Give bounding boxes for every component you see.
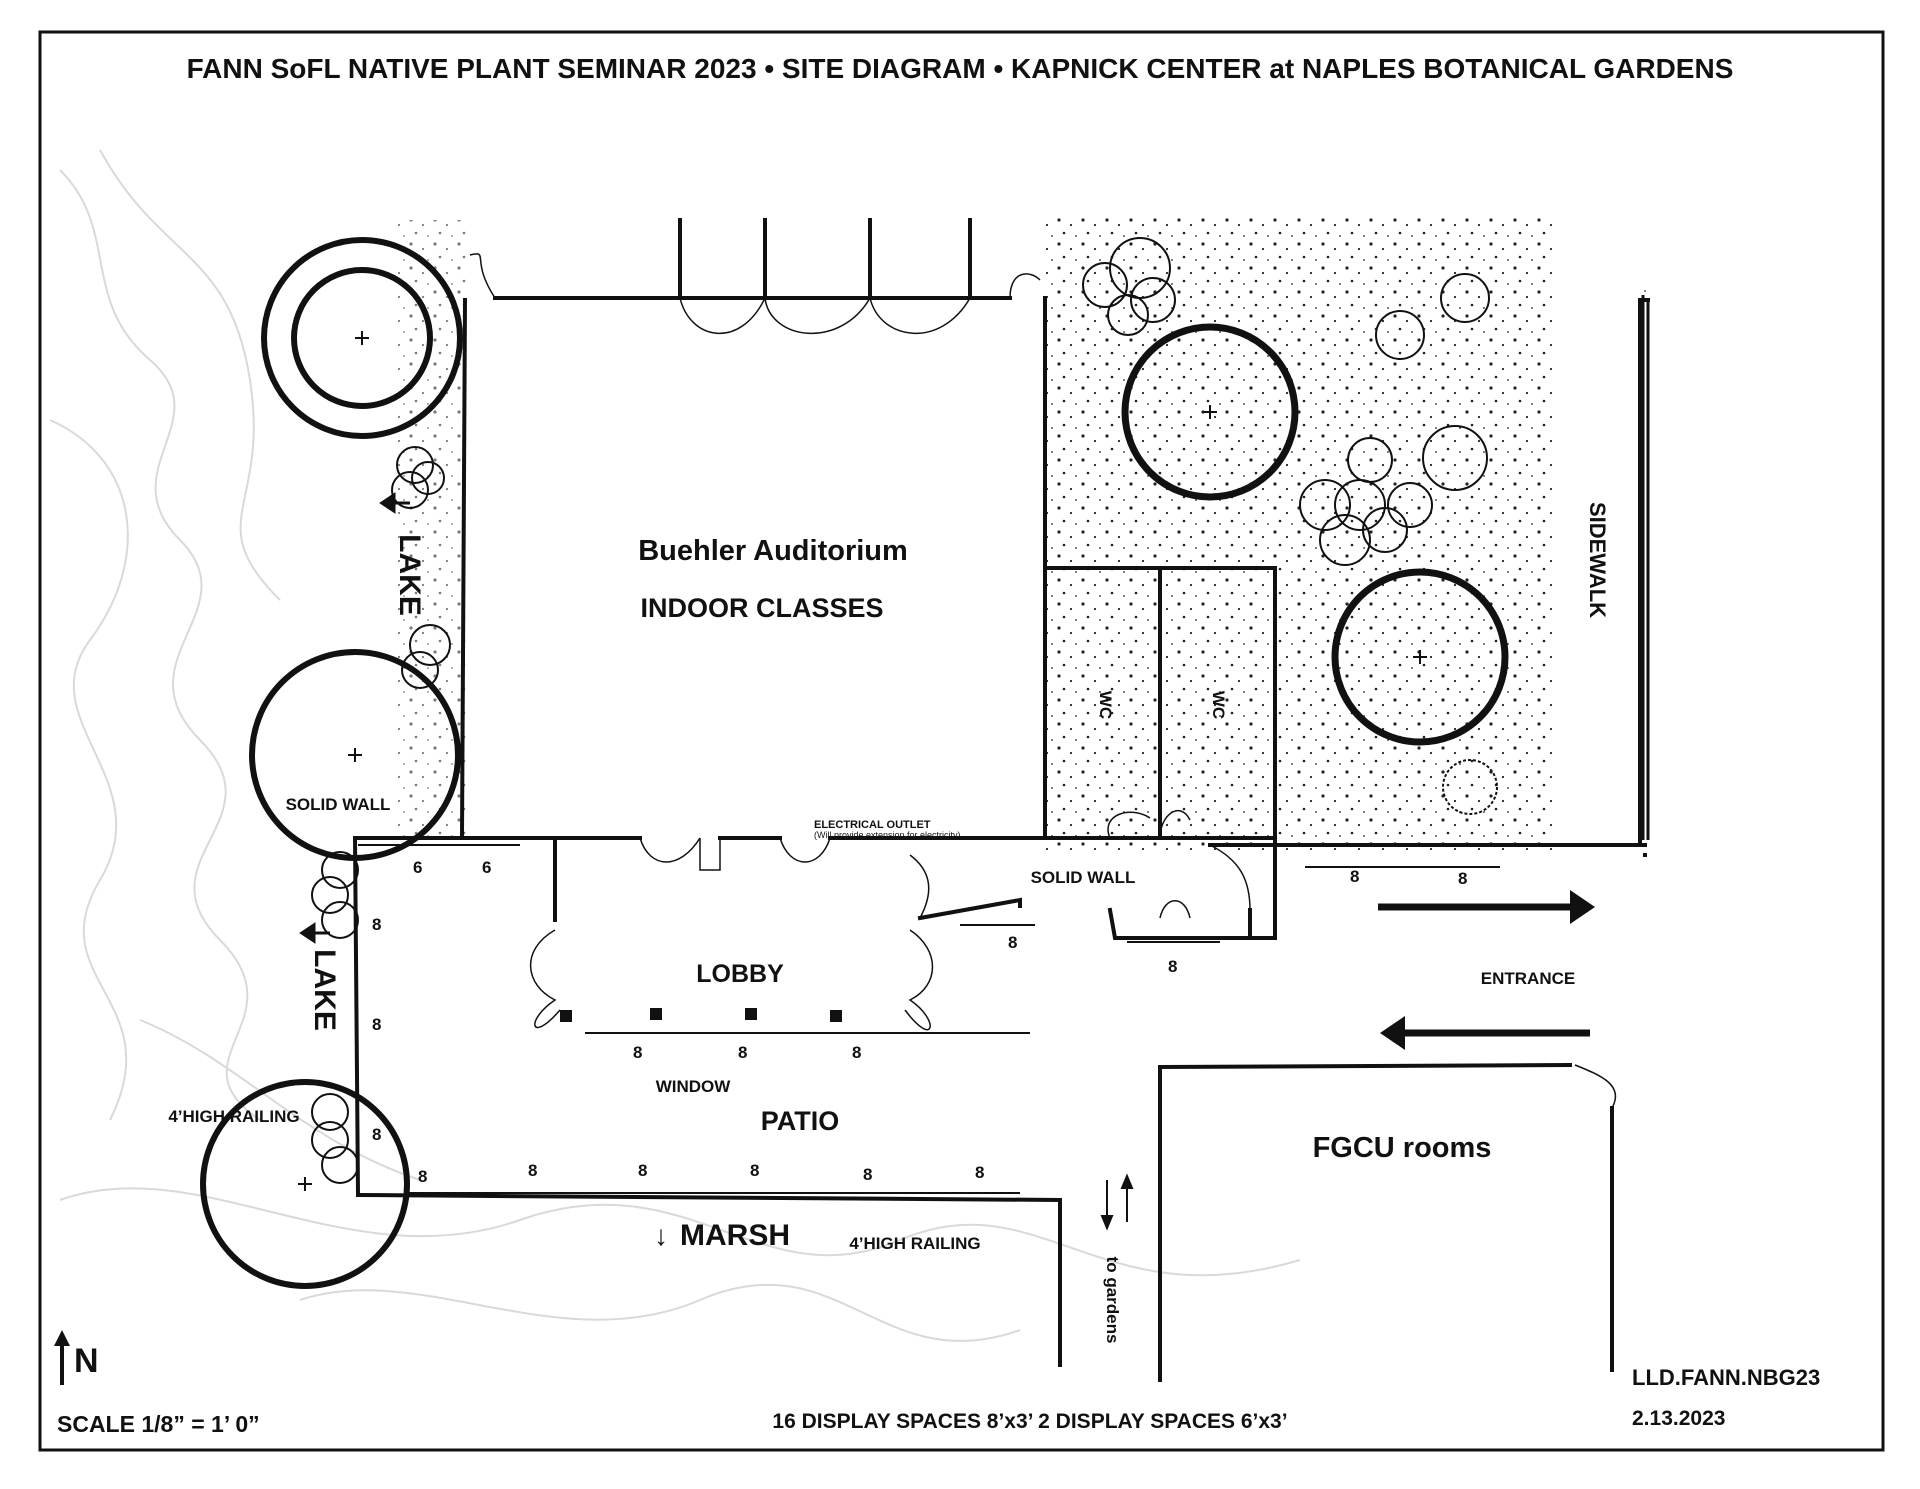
shrub-cluster [1082,237,1433,566]
dim-8-west-3: 8 [372,1125,381,1144]
railing-label-south: 4’HIGH RAILING [849,1234,980,1253]
lake-texture [49,149,1301,1342]
diagram-title: FANN SoFL NATIVE PLANT SEMINAR 2023 • SI… [187,53,1734,84]
lake-label-south: LAKE [308,949,341,1031]
wc-label-1: WC [1096,691,1115,719]
tree-sw [200,1079,410,1289]
auditorium-label: Buehler Auditorium [638,535,908,567]
tree-small-1 [1375,310,1425,360]
dim-8-patio-3: 8 [638,1161,647,1180]
tree-garden-east [1331,568,1509,746]
dim-8-lobby-3: 8 [852,1043,861,1062]
solid-wall-label-lobby: SOLID WALL [1031,868,1136,887]
lake-label-north: LAKE [393,534,426,616]
dim-8-lobby-1: 8 [633,1043,642,1062]
lobby-displays [560,1008,842,1022]
dim-8-patio-2: 8 [528,1161,537,1180]
sidewalk-label: SIDEWALK [1585,502,1610,618]
tree-west [249,649,461,861]
dim-8-lobby-2: 8 [738,1043,747,1062]
tree-nw-outer [261,237,463,439]
entrance-arrows [1378,890,1595,1050]
scale-label: SCALE 1/8” = 1’ 0” [57,1411,260,1437]
dimension-labels: 6 6 8 8 8 8 8 8 8 8 8 8 8 8 8 8 8 8 [372,858,1467,1186]
fgcu-label: FGCU rooms [1313,1132,1492,1164]
dim-6-b: 6 [482,858,491,877]
dim-8-lobby-se: 8 [1008,933,1017,952]
dim-8-entrance-1: 8 [1350,867,1359,886]
north-arrow-icon [54,1330,70,1385]
electrical-outlet-label: ELECTRICAL OUTLET [814,819,931,831]
lake-arrows [299,492,410,944]
dim-8-patio-1: 8 [418,1167,427,1186]
window-label: WINDOW [656,1077,732,1096]
tree-centers [298,331,1427,1191]
patio-label: PATIO [761,1106,840,1136]
dim-8-entrance-2: 8 [1458,869,1467,888]
wc-label-2: WC [1209,691,1228,719]
door-swings [469,253,1617,1109]
tree-small-4 [1442,759,1498,815]
trees [200,237,1509,1289]
tree-nw-inner [291,267,433,409]
lobby-label: LOBBY [696,960,784,988]
dim-8-west-1: 8 [372,915,381,934]
gardens-label: to gardens [1103,1257,1122,1344]
dim-8-west-2: 8 [372,1015,381,1034]
railing-label-west: 4’HIGH RAILING [168,1107,299,1126]
lake-shrubs [311,446,451,1184]
drawing-date: 2.13.2023 [1632,1407,1725,1430]
north-label: N [74,1342,99,1380]
dim-8-patio-5: 8 [863,1165,872,1184]
entrance-label: ENTRANCE [1481,969,1575,988]
auditorium-sub-label: INDOOR CLASSES [640,593,883,623]
dim-6-a: 6 [413,858,422,877]
marsh-label: MARSH [680,1219,790,1252]
drawing-id: LLD.FANN.NBG23 [1632,1365,1820,1390]
electrical-note: (Will provide extension for electricity) [814,830,961,840]
tree-garden-north [1121,323,1299,501]
garden-bed [1045,215,1555,850]
tree-small-2 [1440,273,1490,323]
drawing-frame [38,30,1885,1452]
solid-wall-label-west: SOLID WALL [286,795,391,814]
tree-small-3 [1422,425,1488,491]
dim-8-wc: 8 [1168,957,1177,976]
dim-8-patio-4: 8 [750,1161,759,1180]
dim-8-patio-6: 8 [975,1163,984,1182]
marsh-arrow-icon: ↓ [654,1220,668,1251]
display-spaces-label: 16 DISPLAY SPACES 8’x3’ 2 DISPLAY SPACES… [772,1410,1287,1433]
dimension-lines [358,844,1500,1194]
gardens-arrows [1100,1173,1134,1231]
